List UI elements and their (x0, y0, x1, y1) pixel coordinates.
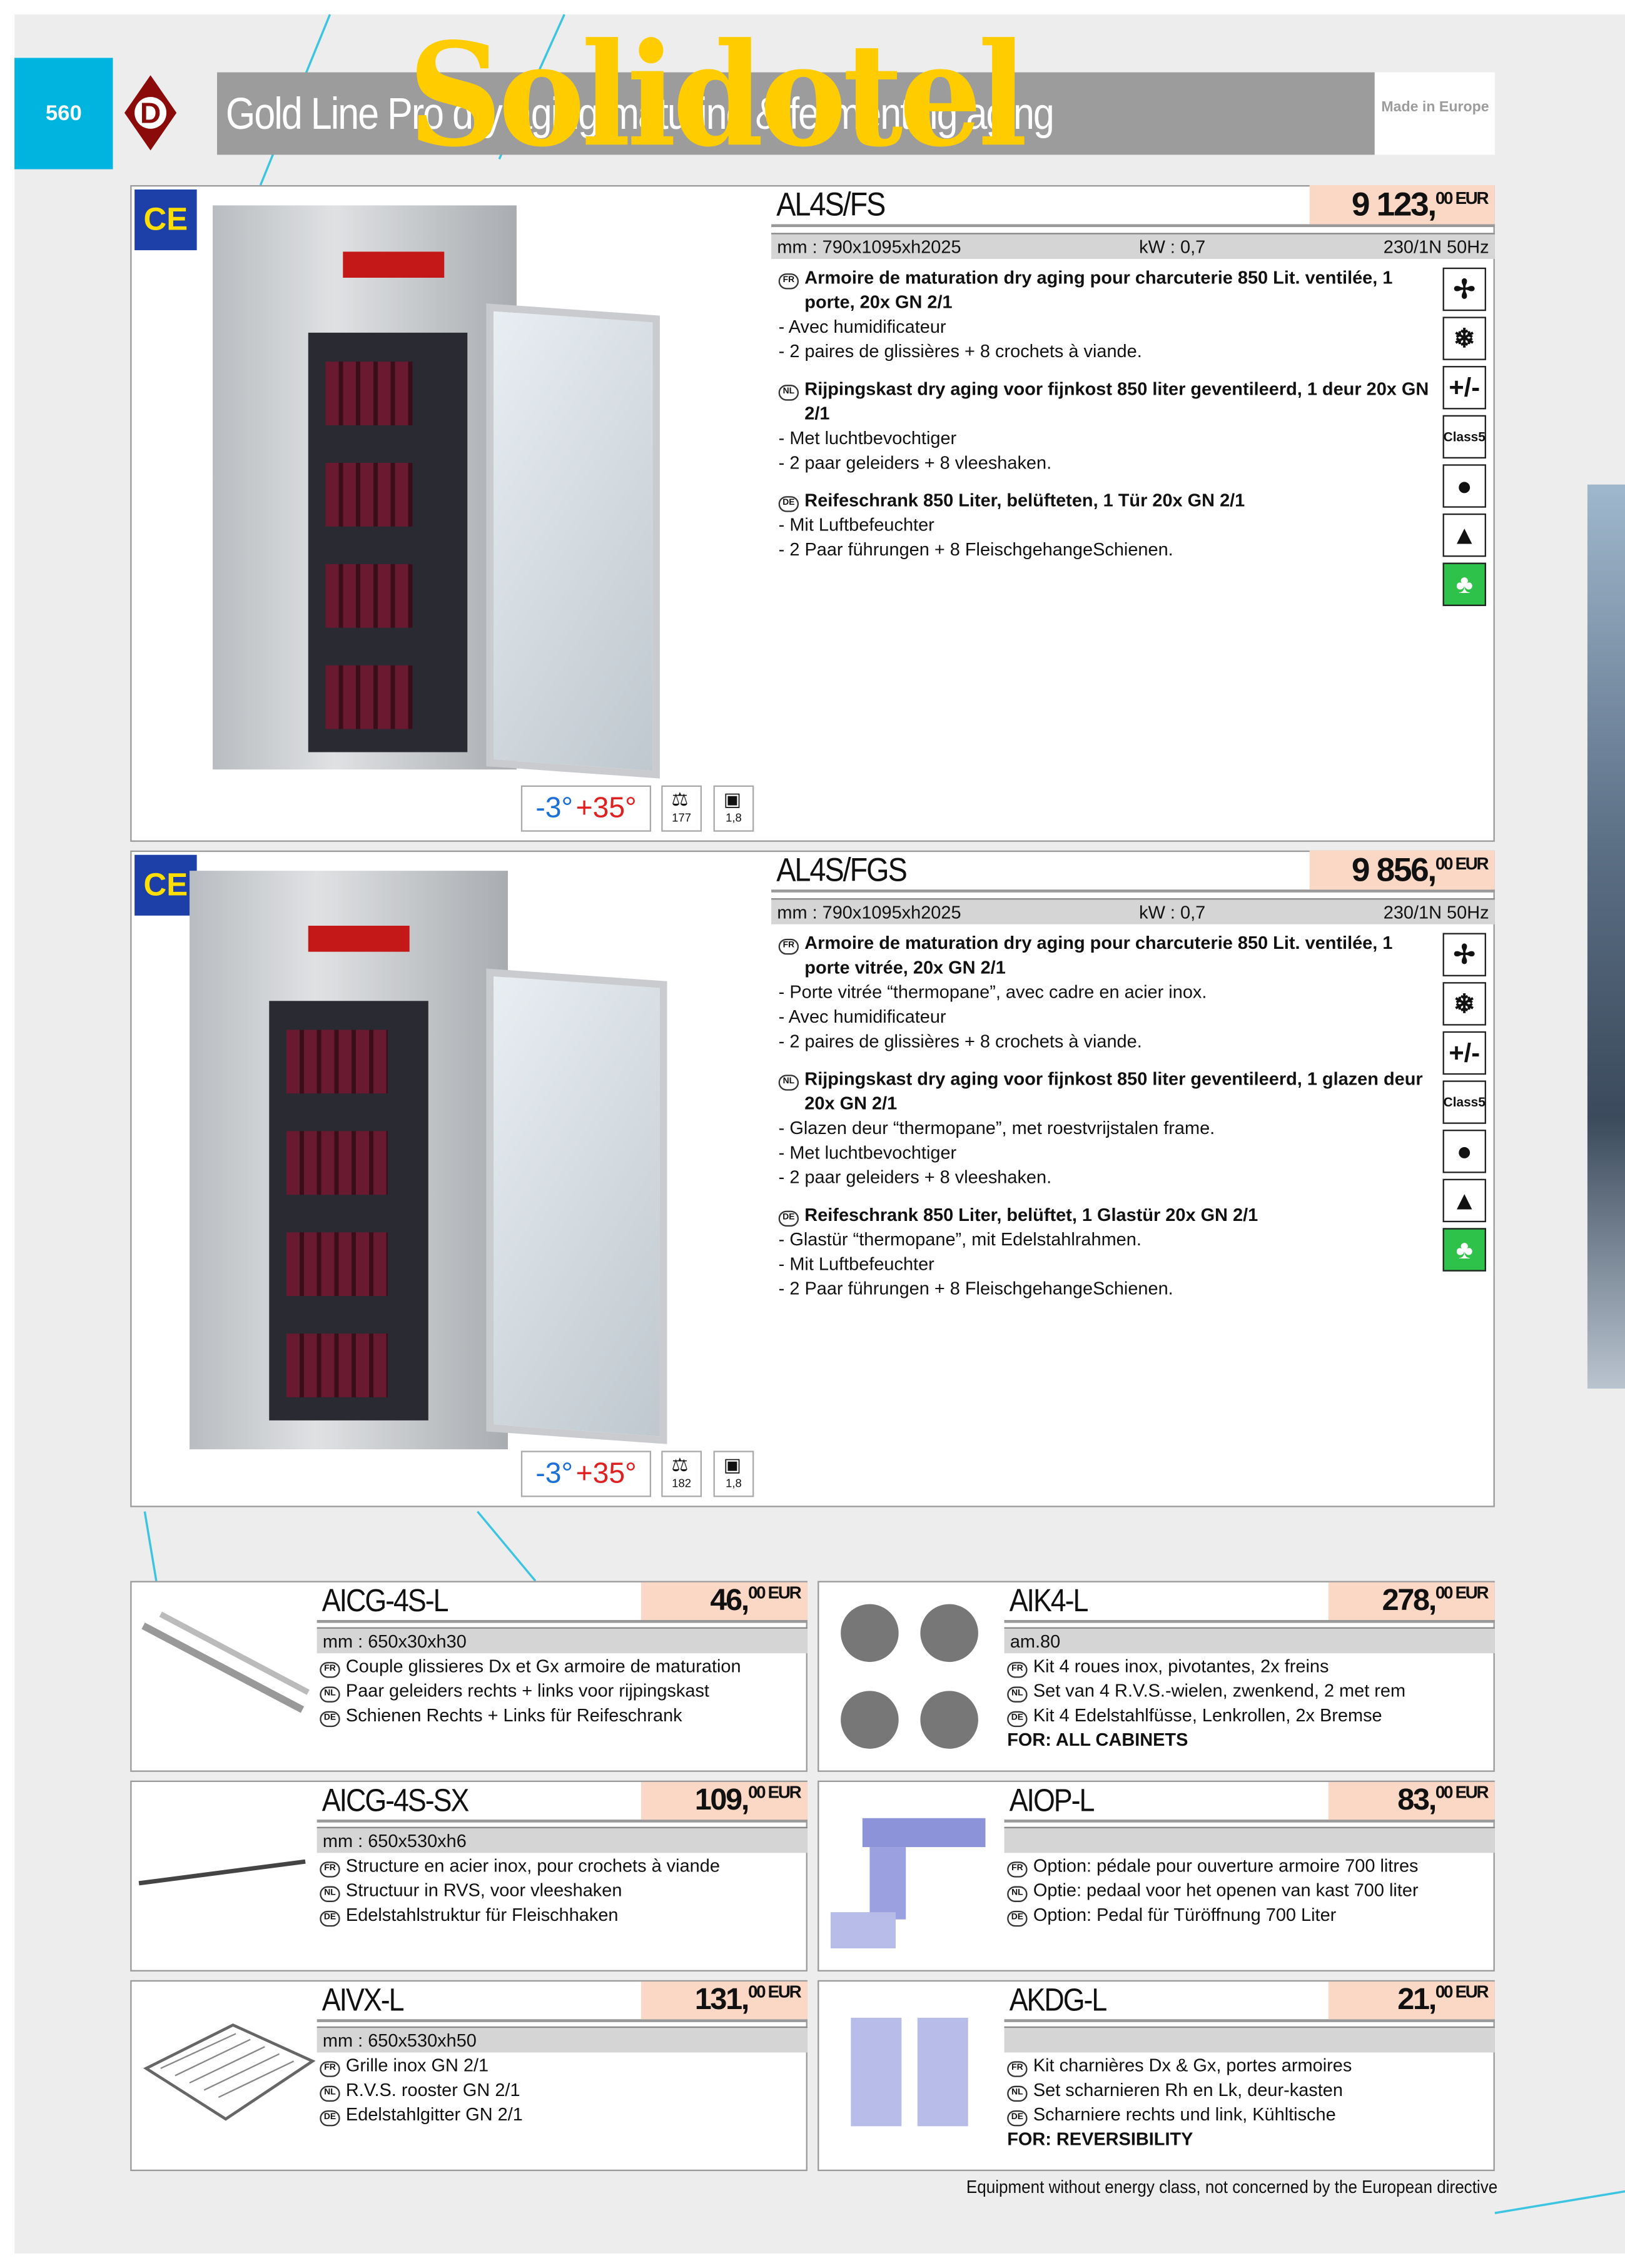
weight-badge: ⚖182 (661, 1450, 702, 1497)
accessory-code: AIVX-L (321, 1982, 405, 2018)
accessory-code: AICG-4S-L (321, 1582, 449, 1619)
feature-icons: ✢ ❄ +/- Class5 ● ▲ ♣ (1442, 267, 1486, 612)
pedal-image (830, 1818, 986, 1948)
product-card: CE (130, 185, 1495, 842)
made-in-europe-badge: Made in Europe (1374, 72, 1495, 155)
product-code: AL4S/FS (776, 185, 886, 223)
section-header: Gold Line Pro dry aging maturing & ferme… (217, 72, 1375, 155)
box-icon: ▣ (723, 1454, 742, 1476)
accessory-code: AKDG-L (1009, 1982, 1108, 2018)
accessory-code: AIK4-L (1009, 1582, 1089, 1619)
plus-minus-icon: +/- (1442, 1031, 1486, 1075)
accessory-price: 278,00 EUR (1328, 1582, 1495, 1620)
watermark-logo: Solidotel (408, 13, 1027, 180)
bulb-icon: ● (1442, 464, 1486, 508)
fan-icon: ✢ (1442, 933, 1486, 976)
weight-badge: ⚖177 (661, 785, 702, 832)
accessory-spec: mm : 650x30xh30 (316, 1627, 807, 1654)
auto-defrost-icon: ❄ (1442, 982, 1486, 1026)
meat-rack-image (138, 1859, 306, 1886)
hinge-kit-image (851, 2017, 968, 2127)
temperature-range: -3°+35° (520, 785, 652, 832)
lock-icon: ▲ (1442, 513, 1486, 557)
accessory-spec (1004, 2026, 1495, 2053)
product-price: 9 856,00 EUR (1309, 850, 1495, 890)
auto-defrost-icon: ❄ (1442, 316, 1486, 360)
accessory-card: AICG-4S-SX 109,00 EUR mm : 650x530xh6 FR… (130, 1780, 807, 1972)
accessory-spec: am.80 (1004, 1627, 1495, 1654)
footer-note: Equipment without energy class, not conc… (966, 2177, 1498, 2197)
accessory-code: AICG-4S-SX (321, 1782, 470, 1818)
class-5-icon: Class5 (1442, 1080, 1486, 1124)
eco-tree-icon: ♣ (1442, 562, 1486, 606)
brand-logo-icon: D (124, 75, 177, 151)
product-door (486, 303, 660, 779)
grid-shelf-image (143, 2023, 316, 2121)
temperature-range: -3°+35° (520, 1450, 652, 1497)
accessory-price: 21,00 EUR (1328, 1982, 1495, 2020)
product-glass-door (486, 968, 667, 1444)
product-details: AL4S/FS 9 123,00 EUR mm : 790x1095xh2025… (771, 185, 1495, 259)
accessory-spec: mm : 650x530xh6 (316, 1826, 807, 1853)
accessory-note: FOR: ALL CABINETS (1007, 1729, 1188, 1751)
accessory-spec: mm : 650x530xh50 (316, 2026, 807, 2053)
side-photo-strip (1587, 484, 1625, 1389)
accessory-code: AIOP-L (1009, 1782, 1095, 1818)
svg-text:D: D (140, 97, 161, 129)
accessory-spec (1004, 1826, 1495, 1853)
ce-mark-icon: CE (134, 189, 197, 251)
product-code: AL4S/FGS (776, 850, 908, 888)
product-image (213, 205, 517, 770)
weight-icon: ⚖ (671, 788, 689, 810)
lock-icon: ▲ (1442, 1178, 1486, 1223)
accessory-price: 83,00 EUR (1328, 1782, 1495, 1820)
box-icon: ▣ (723, 788, 742, 810)
accessory-note: FOR: REVERSIBILITY (1007, 2129, 1193, 2150)
volume-badge: ▣1,8 (713, 785, 754, 832)
eco-tree-icon: ♣ (1442, 1228, 1486, 1272)
page-number-tab: 560 (14, 58, 113, 170)
product-details: AL4S/FGS 9 856,00 EUR mm : 790x1095xh202… (771, 850, 1495, 924)
class-5-icon: Class5 (1442, 415, 1486, 459)
accessory-price: 46,00 EUR (640, 1582, 807, 1620)
plus-minus-icon: +/- (1442, 366, 1486, 410)
accessory-price: 131,00 EUR (640, 1982, 807, 2020)
volume-badge: ▣1,8 (713, 1450, 754, 1497)
accessory-price: 109,00 EUR (640, 1782, 807, 1820)
rail-image (141, 1611, 310, 1713)
section-title: Gold Line Pro dry aging maturing & ferme… (225, 87, 1055, 138)
fan-icon: ✢ (1442, 267, 1486, 311)
product-card: CE (130, 850, 1495, 1507)
ce-mark-icon: CE (134, 854, 197, 916)
wheels-image (841, 1604, 978, 1749)
feature-icons: ✢ ❄ +/- Class5 ● ▲ ♣ (1442, 933, 1486, 1277)
product-image (190, 871, 509, 1450)
weight-icon: ⚖ (671, 1454, 689, 1476)
product-price: 9 123,00 EUR (1309, 185, 1495, 225)
bulb-icon: ● (1442, 1130, 1486, 1173)
